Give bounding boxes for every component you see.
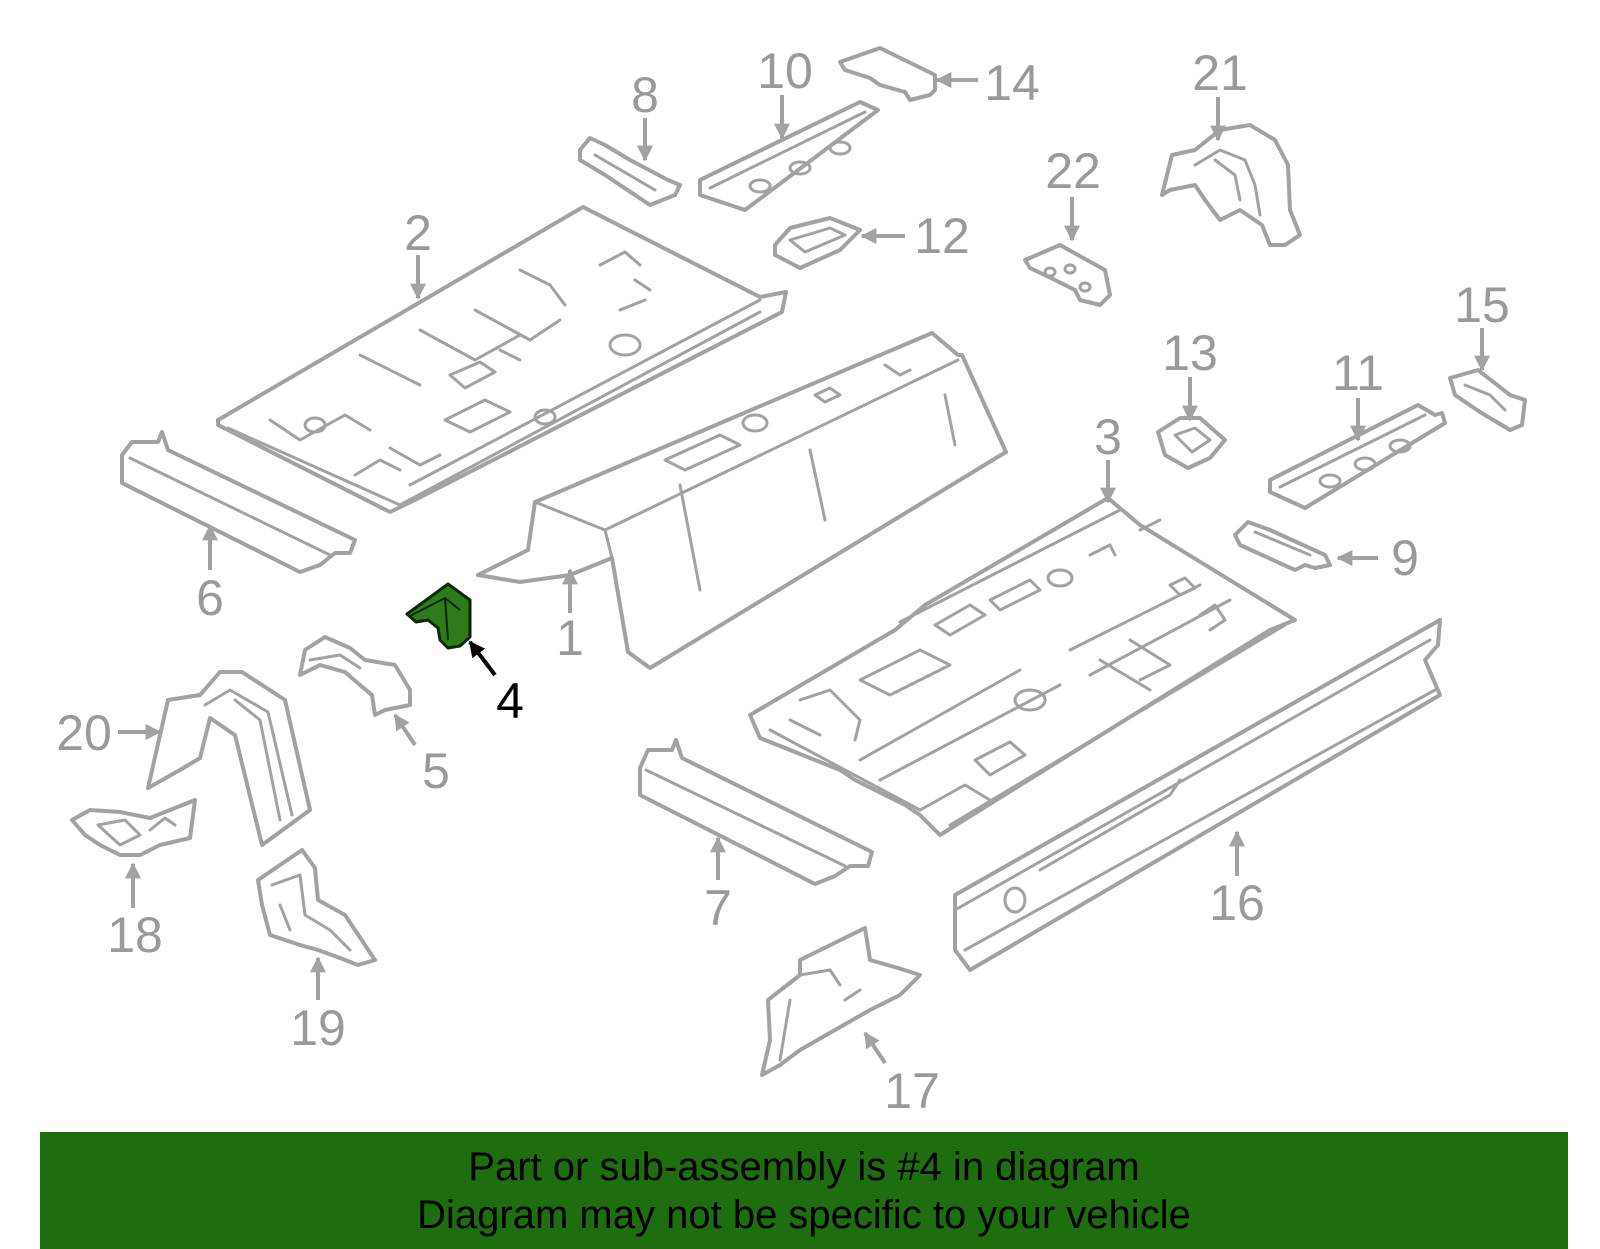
callout-22[interactable]: 22 <box>1045 143 1101 199</box>
part-10-member <box>698 100 880 212</box>
part-20-wheelhouse <box>146 670 312 847</box>
callout-21[interactable]: 21 <box>1192 45 1248 101</box>
part-14-bracket <box>838 46 937 102</box>
callout-6[interactable]: 6 <box>196 570 224 626</box>
part-22-bracket <box>1023 243 1112 307</box>
info-banner: Part or sub-assembly is #4 in diagram Di… <box>40 1132 1568 1249</box>
part-12-bracket <box>773 216 862 270</box>
part-13-plate <box>1156 416 1227 470</box>
part-21-wheelhouse <box>1160 123 1302 247</box>
part-15-bracket <box>1448 368 1527 432</box>
callout-11[interactable]: 11 <box>1332 345 1384 401</box>
callout-1[interactable]: 1 <box>556 610 584 666</box>
part-3-front-floor <box>748 496 1297 837</box>
callout-12[interactable]: 12 <box>914 208 970 264</box>
part-4-highlighted-bracket <box>405 582 472 650</box>
callout-15[interactable]: 15 <box>1454 277 1510 333</box>
part-18-bracket <box>70 798 197 857</box>
part-17-bracket <box>760 926 922 1077</box>
banner-line-1: Part or sub-assembly is #4 in diagram <box>468 1144 1140 1189</box>
callout-20[interactable]: 20 <box>56 705 112 761</box>
callout-16[interactable]: 16 <box>1209 875 1265 931</box>
part-5-bracket <box>298 635 412 717</box>
banner-line-2: Diagram may not be specific to your vehi… <box>417 1192 1191 1237</box>
part-7-crossmember <box>638 738 874 886</box>
leader-17 <box>863 1031 887 1065</box>
callout-13[interactable]: 13 <box>1162 325 1218 381</box>
part-2-rear-floor <box>216 205 788 514</box>
callout-2[interactable]: 2 <box>404 205 432 261</box>
part-16-rocker <box>953 618 1442 972</box>
leader-5 <box>393 713 417 747</box>
callout-17[interactable]: 17 <box>884 1063 940 1119</box>
callout-5[interactable]: 5 <box>422 743 450 799</box>
part-9-bracket <box>1233 520 1332 572</box>
callout-19[interactable]: 19 <box>290 1000 346 1056</box>
callout-4[interactable]: 4 <box>496 673 524 729</box>
callout-8[interactable]: 8 <box>631 67 659 123</box>
callout-3[interactable]: 3 <box>1094 409 1122 465</box>
leader-4[interactable] <box>468 640 497 677</box>
callout-14[interactable]: 14 <box>984 55 1040 111</box>
part-19-bracket <box>256 848 377 967</box>
callout-7[interactable]: 7 <box>704 880 732 936</box>
callout-9[interactable]: 9 <box>1391 530 1419 586</box>
part-11-member <box>1268 403 1447 510</box>
part-6-crossmember <box>120 430 357 574</box>
callout-18[interactable]: 18 <box>107 907 163 963</box>
part-8-bracket <box>578 136 682 207</box>
callout-10[interactable]: 10 <box>757 43 813 99</box>
